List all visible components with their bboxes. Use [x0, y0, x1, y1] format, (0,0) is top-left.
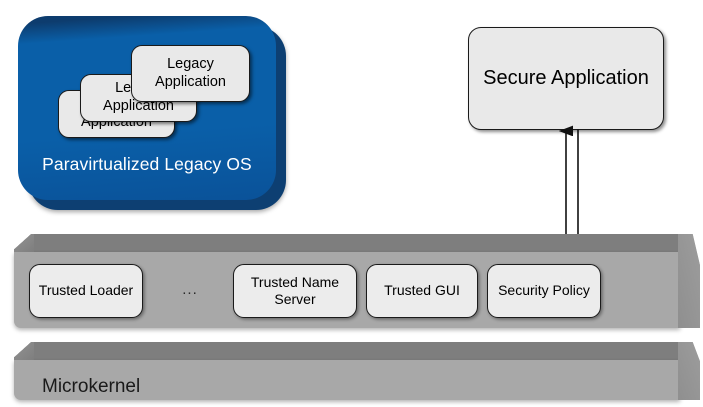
- secure-app-line1: Secure: [483, 67, 547, 90]
- service-line1: Trusted: [250, 273, 298, 290]
- band-right-chamfer: [678, 342, 700, 400]
- microkernel-band[interactable]: Microkernel: [14, 342, 700, 400]
- service-line1: Trusted: [384, 282, 432, 299]
- legacy-app-line2: Application: [155, 73, 226, 90]
- legacy-application-card-front[interactable]: Legacy Application: [131, 45, 250, 102]
- secure-app-line2: Application: [550, 67, 649, 90]
- legacy-app-line1: Legacy: [167, 55, 214, 72]
- service-line2: Policy: [552, 282, 590, 299]
- band-top-face: [32, 342, 700, 360]
- service-box-trusted-name-server[interactable]: Trusted Name Server: [233, 264, 357, 318]
- secure-application-box[interactable]: Secure Application: [468, 27, 664, 130]
- band-left-chamfer: [14, 342, 34, 360]
- service-box-trusted-loader[interactable]: Trusted Loader: [29, 264, 143, 318]
- band-left-chamfer: [14, 234, 34, 252]
- band-front-face: [14, 360, 680, 400]
- service-line1: Security: [498, 282, 549, 299]
- service-box-trusted-gui[interactable]: Trusted GUI: [366, 264, 478, 318]
- legacy-app-line2: Application: [103, 98, 174, 114]
- paravirtualized-legacy-os-box[interactable]: Legacy Application Legacy Application Le…: [18, 16, 286, 210]
- services-ellipsis: ...: [182, 281, 198, 298]
- band-top-face: [32, 234, 700, 252]
- service-line1: Trusted: [38, 282, 86, 299]
- service-line2: Name Server: [274, 273, 340, 308]
- service-line2: GUI: [434, 282, 460, 299]
- band-right-chamfer: [678, 234, 700, 328]
- service-line2: Loader: [89, 282, 134, 299]
- microkernel-label: Microkernel: [42, 376, 141, 397]
- vm-label: Paravirtualized Legacy OS: [42, 154, 252, 174]
- service-box-security-policy[interactable]: Security Policy: [487, 264, 601, 318]
